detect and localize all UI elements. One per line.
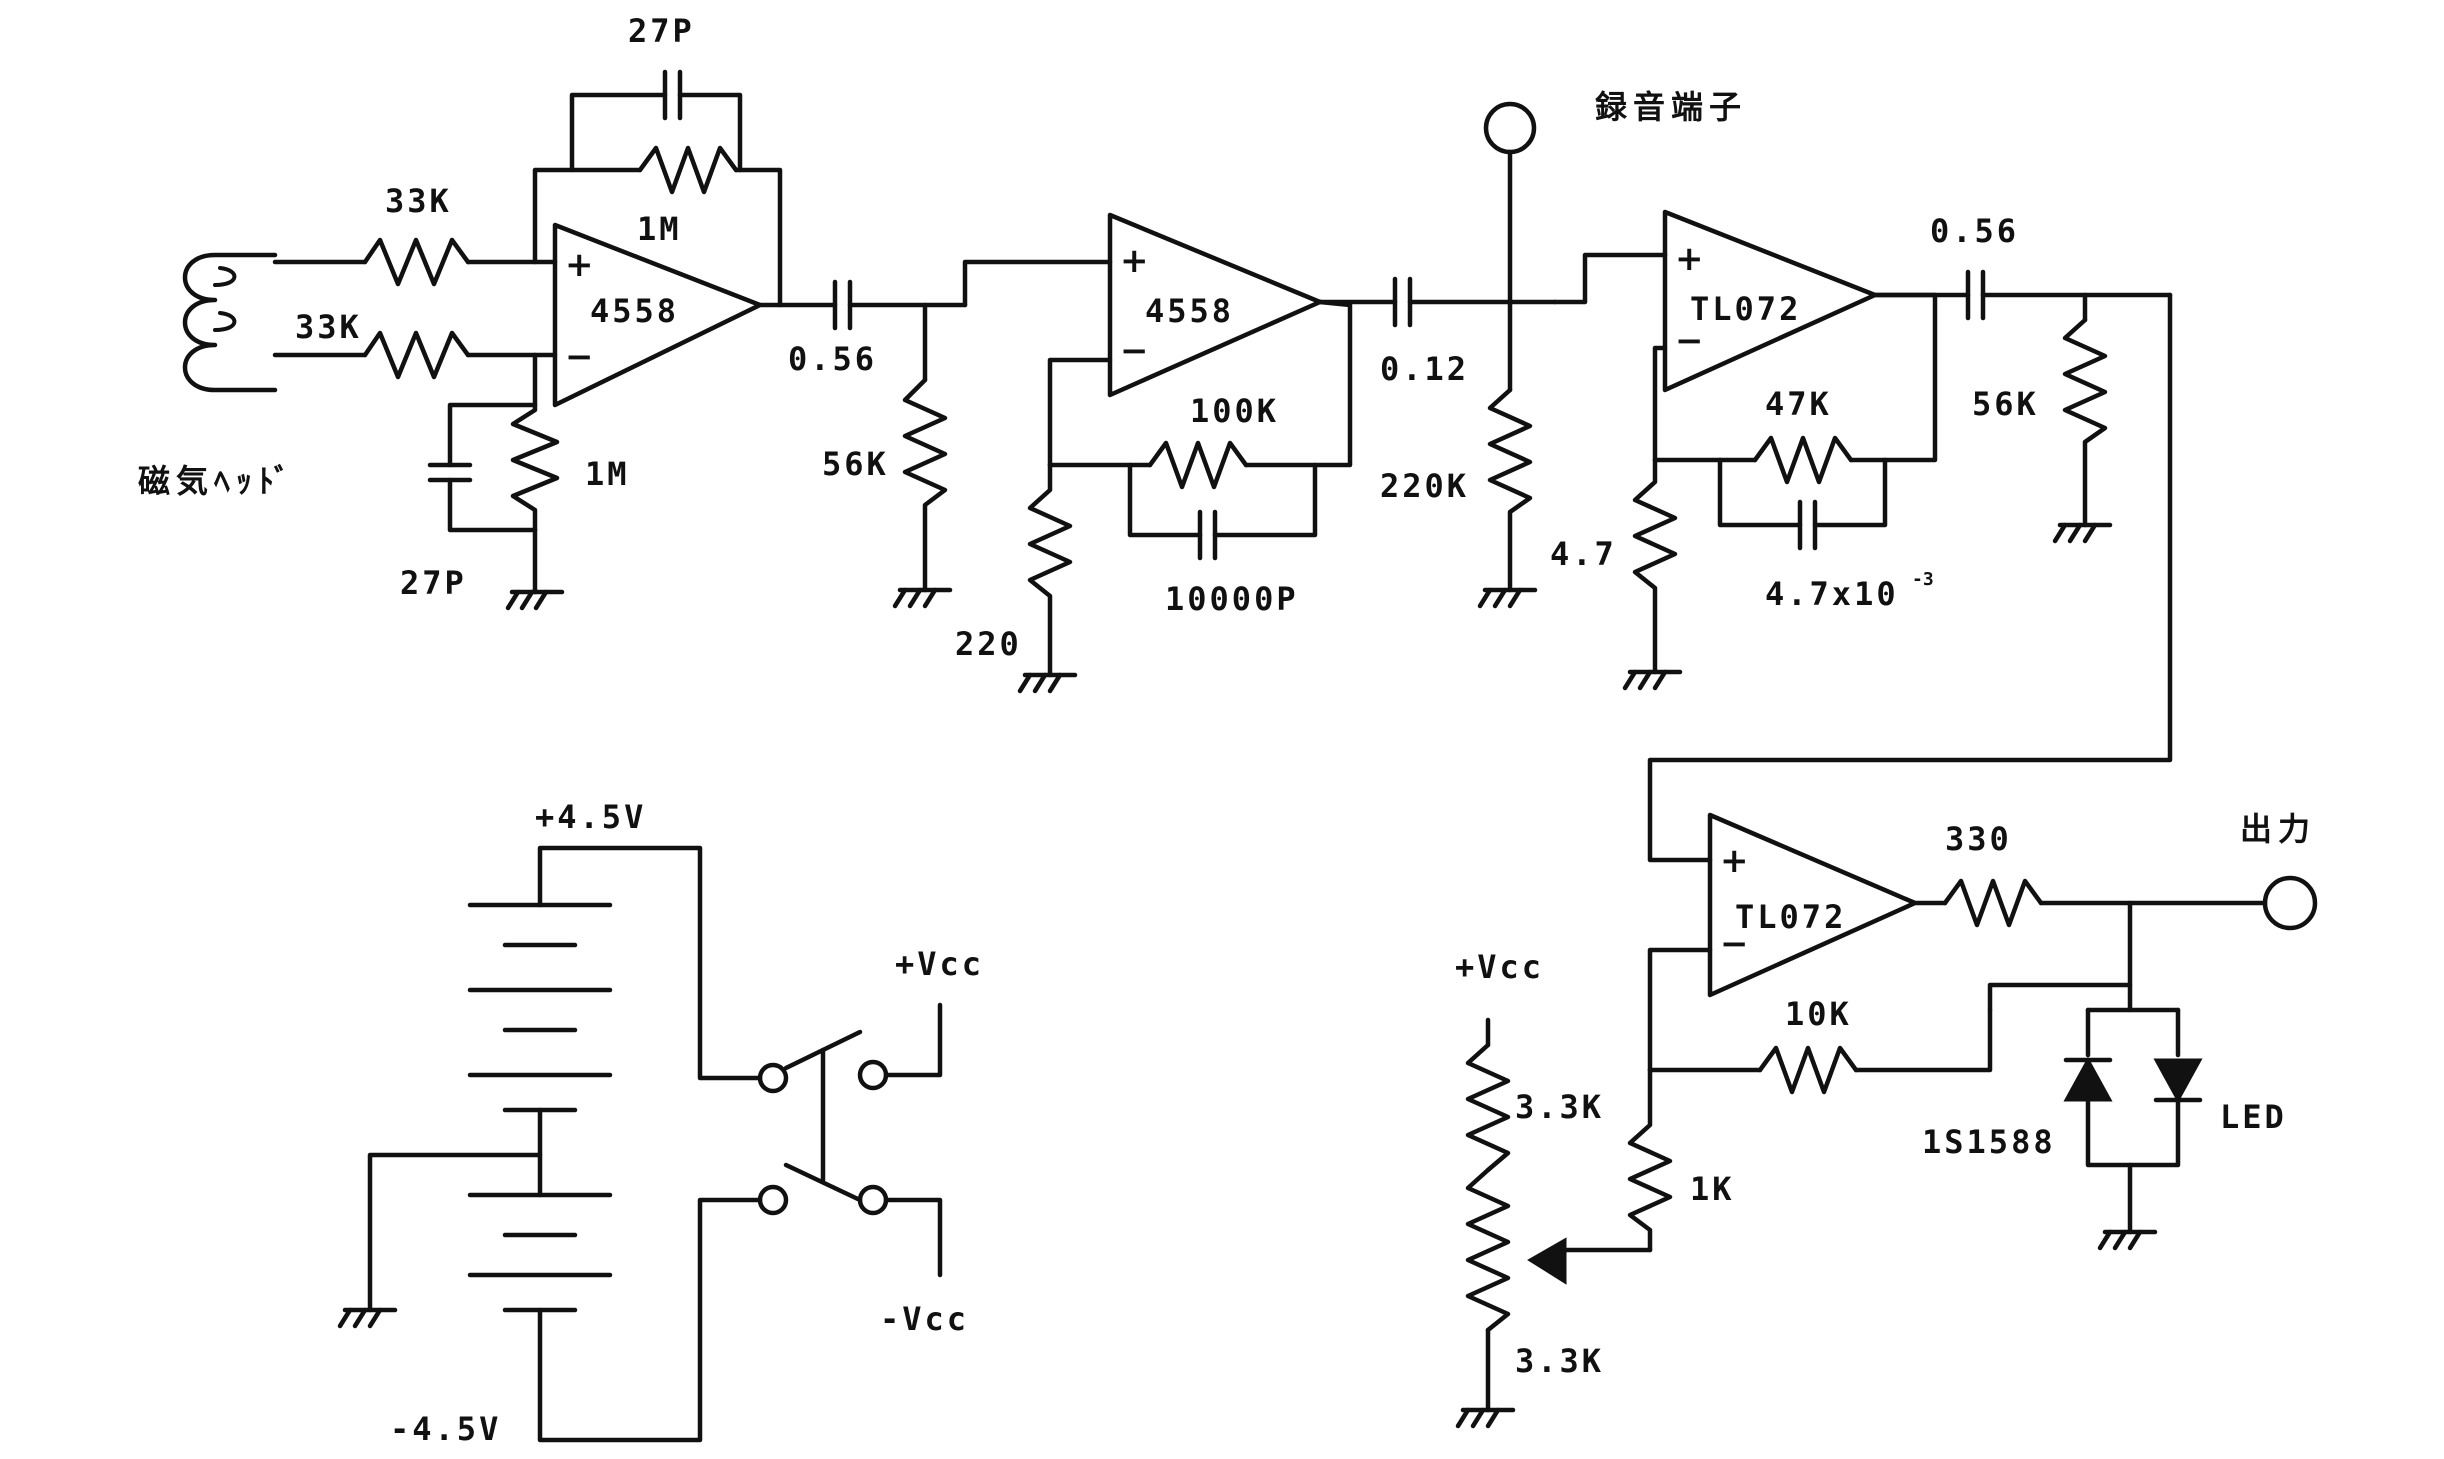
opamp4-plus-sign: + [1720, 841, 1749, 881]
label-opamp2: 4558 [1145, 292, 1234, 330]
label-r-in-bottom: 33K [295, 308, 362, 346]
label-r-feedback-top: 1M [637, 210, 682, 248]
label-pot-top: 3.3K [1515, 1088, 1604, 1126]
stage4-wiring [1455, 812, 2318, 1429]
label-output: 出力 [2240, 810, 2316, 848]
label-recording-terminal: 録音端子 [1595, 88, 1747, 126]
label-c-coupling-3: 0.56 [1930, 212, 2019, 250]
label-r-feedback-3: 47K [1765, 385, 1832, 423]
opamp1-minus-sign: − [565, 337, 594, 377]
label-magnetic-head: 磁気ﾍｯﾄﾞ [138, 462, 296, 500]
label-c-feedback-3: 4.7x10 [1765, 575, 1899, 613]
label-r-ground-3: 4.7 [1550, 535, 1617, 573]
label-c-feedback-top: 27P [628, 12, 695, 50]
label-r-feedback-4: 10K [1785, 995, 1852, 1033]
opamp2-minus-sign: − [1120, 331, 1149, 371]
label-c-feedback-3-exponent: -3 [1912, 569, 1934, 590]
stage3-wiring [1477, 209, 2173, 863]
label-r-input-ground-2: 56K [822, 445, 889, 483]
recording-terminal [1483, 101, 1537, 305]
label-vcc-plus: +Vcc [895, 945, 984, 983]
label-r-input-ground-3: 220K [1380, 467, 1469, 505]
stage1-wiring [272, 69, 968, 611]
opamp3-plus-sign: + [1675, 239, 1704, 279]
opamp4-minus-sign: − [1720, 924, 1749, 964]
label-c-coupling-1: 0.56 [788, 340, 877, 378]
label-r-output: 330 [1945, 820, 2012, 858]
label-led: LED [2220, 1098, 2287, 1136]
label-positive-supply: +4.5V [535, 798, 646, 836]
label-opamp1: 4558 [590, 292, 679, 330]
label-r-output-ground-3: 56K [1972, 385, 2039, 423]
stage2-wiring [892, 212, 1558, 694]
label-opamp3: TL072 [1690, 290, 1801, 328]
label-r-ground: 1M [585, 455, 630, 493]
label-diode: 1S1588 [1922, 1123, 2056, 1161]
power-supply-wiring [337, 845, 943, 1443]
label-vcc-pot: +Vcc [1455, 948, 1544, 986]
opamp2-plus-sign: + [1120, 241, 1149, 281]
opamp3-minus-sign: − [1675, 321, 1704, 361]
magnetic-head-coil [182, 252, 278, 393]
label-r-feedback-2: 100K [1190, 392, 1279, 430]
label-c-feedback-2: 10000P [1165, 580, 1299, 618]
label-opamp4: TL072 [1735, 898, 1846, 936]
label-negative-supply: -4.5V [390, 1410, 501, 1448]
label-vcc-minus: -Vcc [880, 1300, 969, 1338]
label-r-input-4: 1K [1690, 1170, 1735, 1208]
label-c-ground: 27P [400, 564, 467, 602]
opamp1-plus-sign: + [565, 245, 594, 285]
label-r-ground-2: 220 [955, 625, 1022, 663]
label-c-coupling-2: 0.12 [1380, 350, 1469, 388]
label-r-in-top: 33K [385, 182, 452, 220]
label-pot-bottom: 3.3K [1515, 1342, 1604, 1380]
